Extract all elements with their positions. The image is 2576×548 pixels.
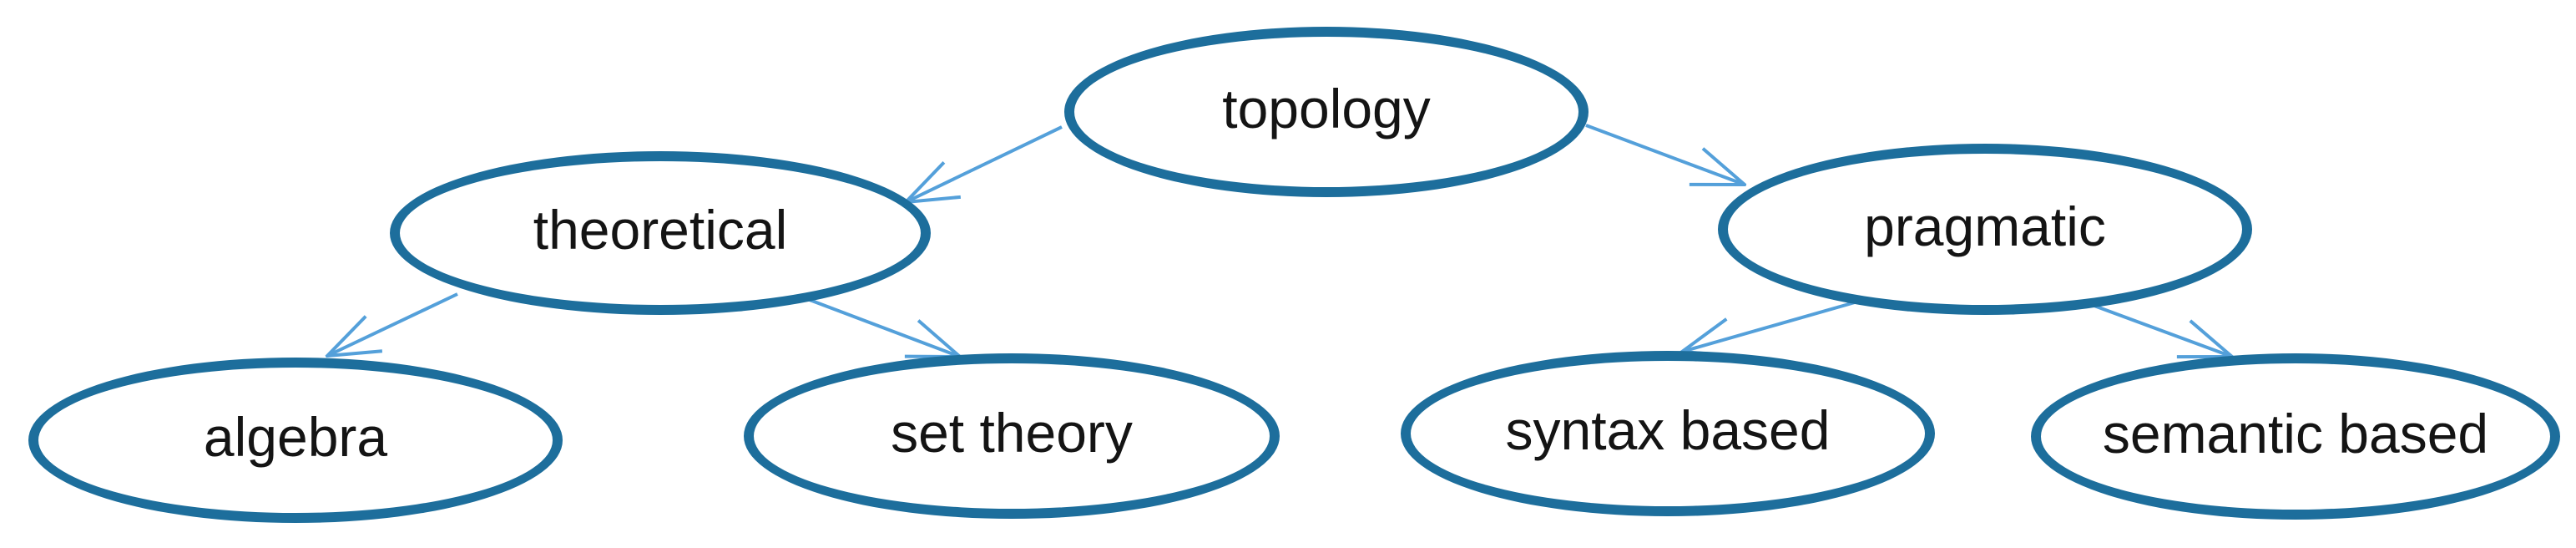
node-algebra-label: algebra — [203, 406, 388, 468]
edge-theoretical-set-theory — [802, 296, 960, 357]
edge-topology-theoretical — [906, 125, 1063, 202]
node-algebra: algebra — [28, 358, 563, 523]
node-semantic-based-label: semantic based — [2102, 402, 2489, 464]
node-topology-label: topology — [1222, 78, 1431, 140]
node-pragmatic-label: pragmatic — [1864, 195, 2106, 257]
node-syntax-based-label: syntax based — [1505, 399, 1831, 461]
node-topology: topology — [1064, 27, 1589, 197]
edge-pragmatic-semantic-based — [2084, 301, 2232, 357]
node-pragmatic: pragmatic — [1718, 144, 2252, 315]
node-semantic-based: semantic based — [2031, 353, 2560, 520]
edge-pragmatic-syntax-based — [1682, 301, 1856, 352]
node-theoretical: theoretical — [390, 151, 931, 315]
node-theoretical-label: theoretical — [533, 199, 788, 261]
node-set-theory-label: set theory — [891, 402, 1133, 464]
edge-topology-pragmatic — [1585, 124, 1745, 185]
node-syntax-based: syntax based — [1401, 351, 1935, 516]
node-set-theory: set theory — [744, 353, 1280, 519]
edge-theoretical-algebra — [327, 292, 458, 356]
